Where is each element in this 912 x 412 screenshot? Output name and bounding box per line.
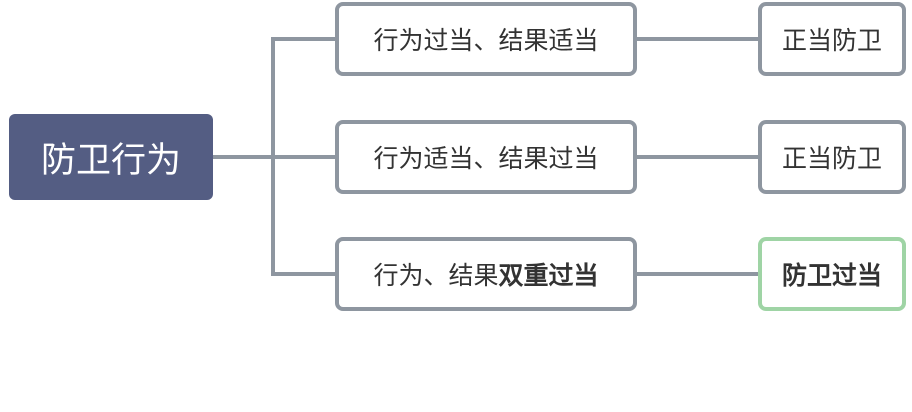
result-node-3: 防卫过当: [758, 237, 906, 311]
result-node-1: 正当防卫: [758, 2, 906, 76]
root-node: 防卫行为: [9, 114, 213, 200]
root-connector: [213, 155, 273, 159]
result-label: 正当防卫: [781, 26, 882, 55]
condition-label: 行为适当、结果过当: [373, 144, 599, 173]
result-connector-1: [637, 37, 760, 41]
condition-node-3: 行为、结果双重过当: [335, 237, 637, 311]
condition-node-1: 行为过当、结果适当: [335, 2, 637, 76]
condition-node-2: 行为适当、结果过当: [335, 120, 637, 194]
result-node-2: 正当防卫: [758, 120, 906, 194]
branch-connector-2: [271, 155, 337, 159]
condition-label: 行为过当、结果适当: [373, 26, 599, 55]
branch-connector-3: [271, 272, 337, 276]
result-label: 正当防卫: [781, 144, 882, 173]
result-label: 防卫过当: [781, 261, 882, 290]
condition-bold-label: 双重过当: [498, 261, 599, 290]
branch-connector-1: [271, 37, 337, 41]
result-connector-3: [637, 272, 760, 276]
root-label: 防卫行为: [40, 140, 181, 181]
result-connector-2: [637, 155, 760, 159]
condition-label: 行为、结果: [373, 261, 499, 290]
